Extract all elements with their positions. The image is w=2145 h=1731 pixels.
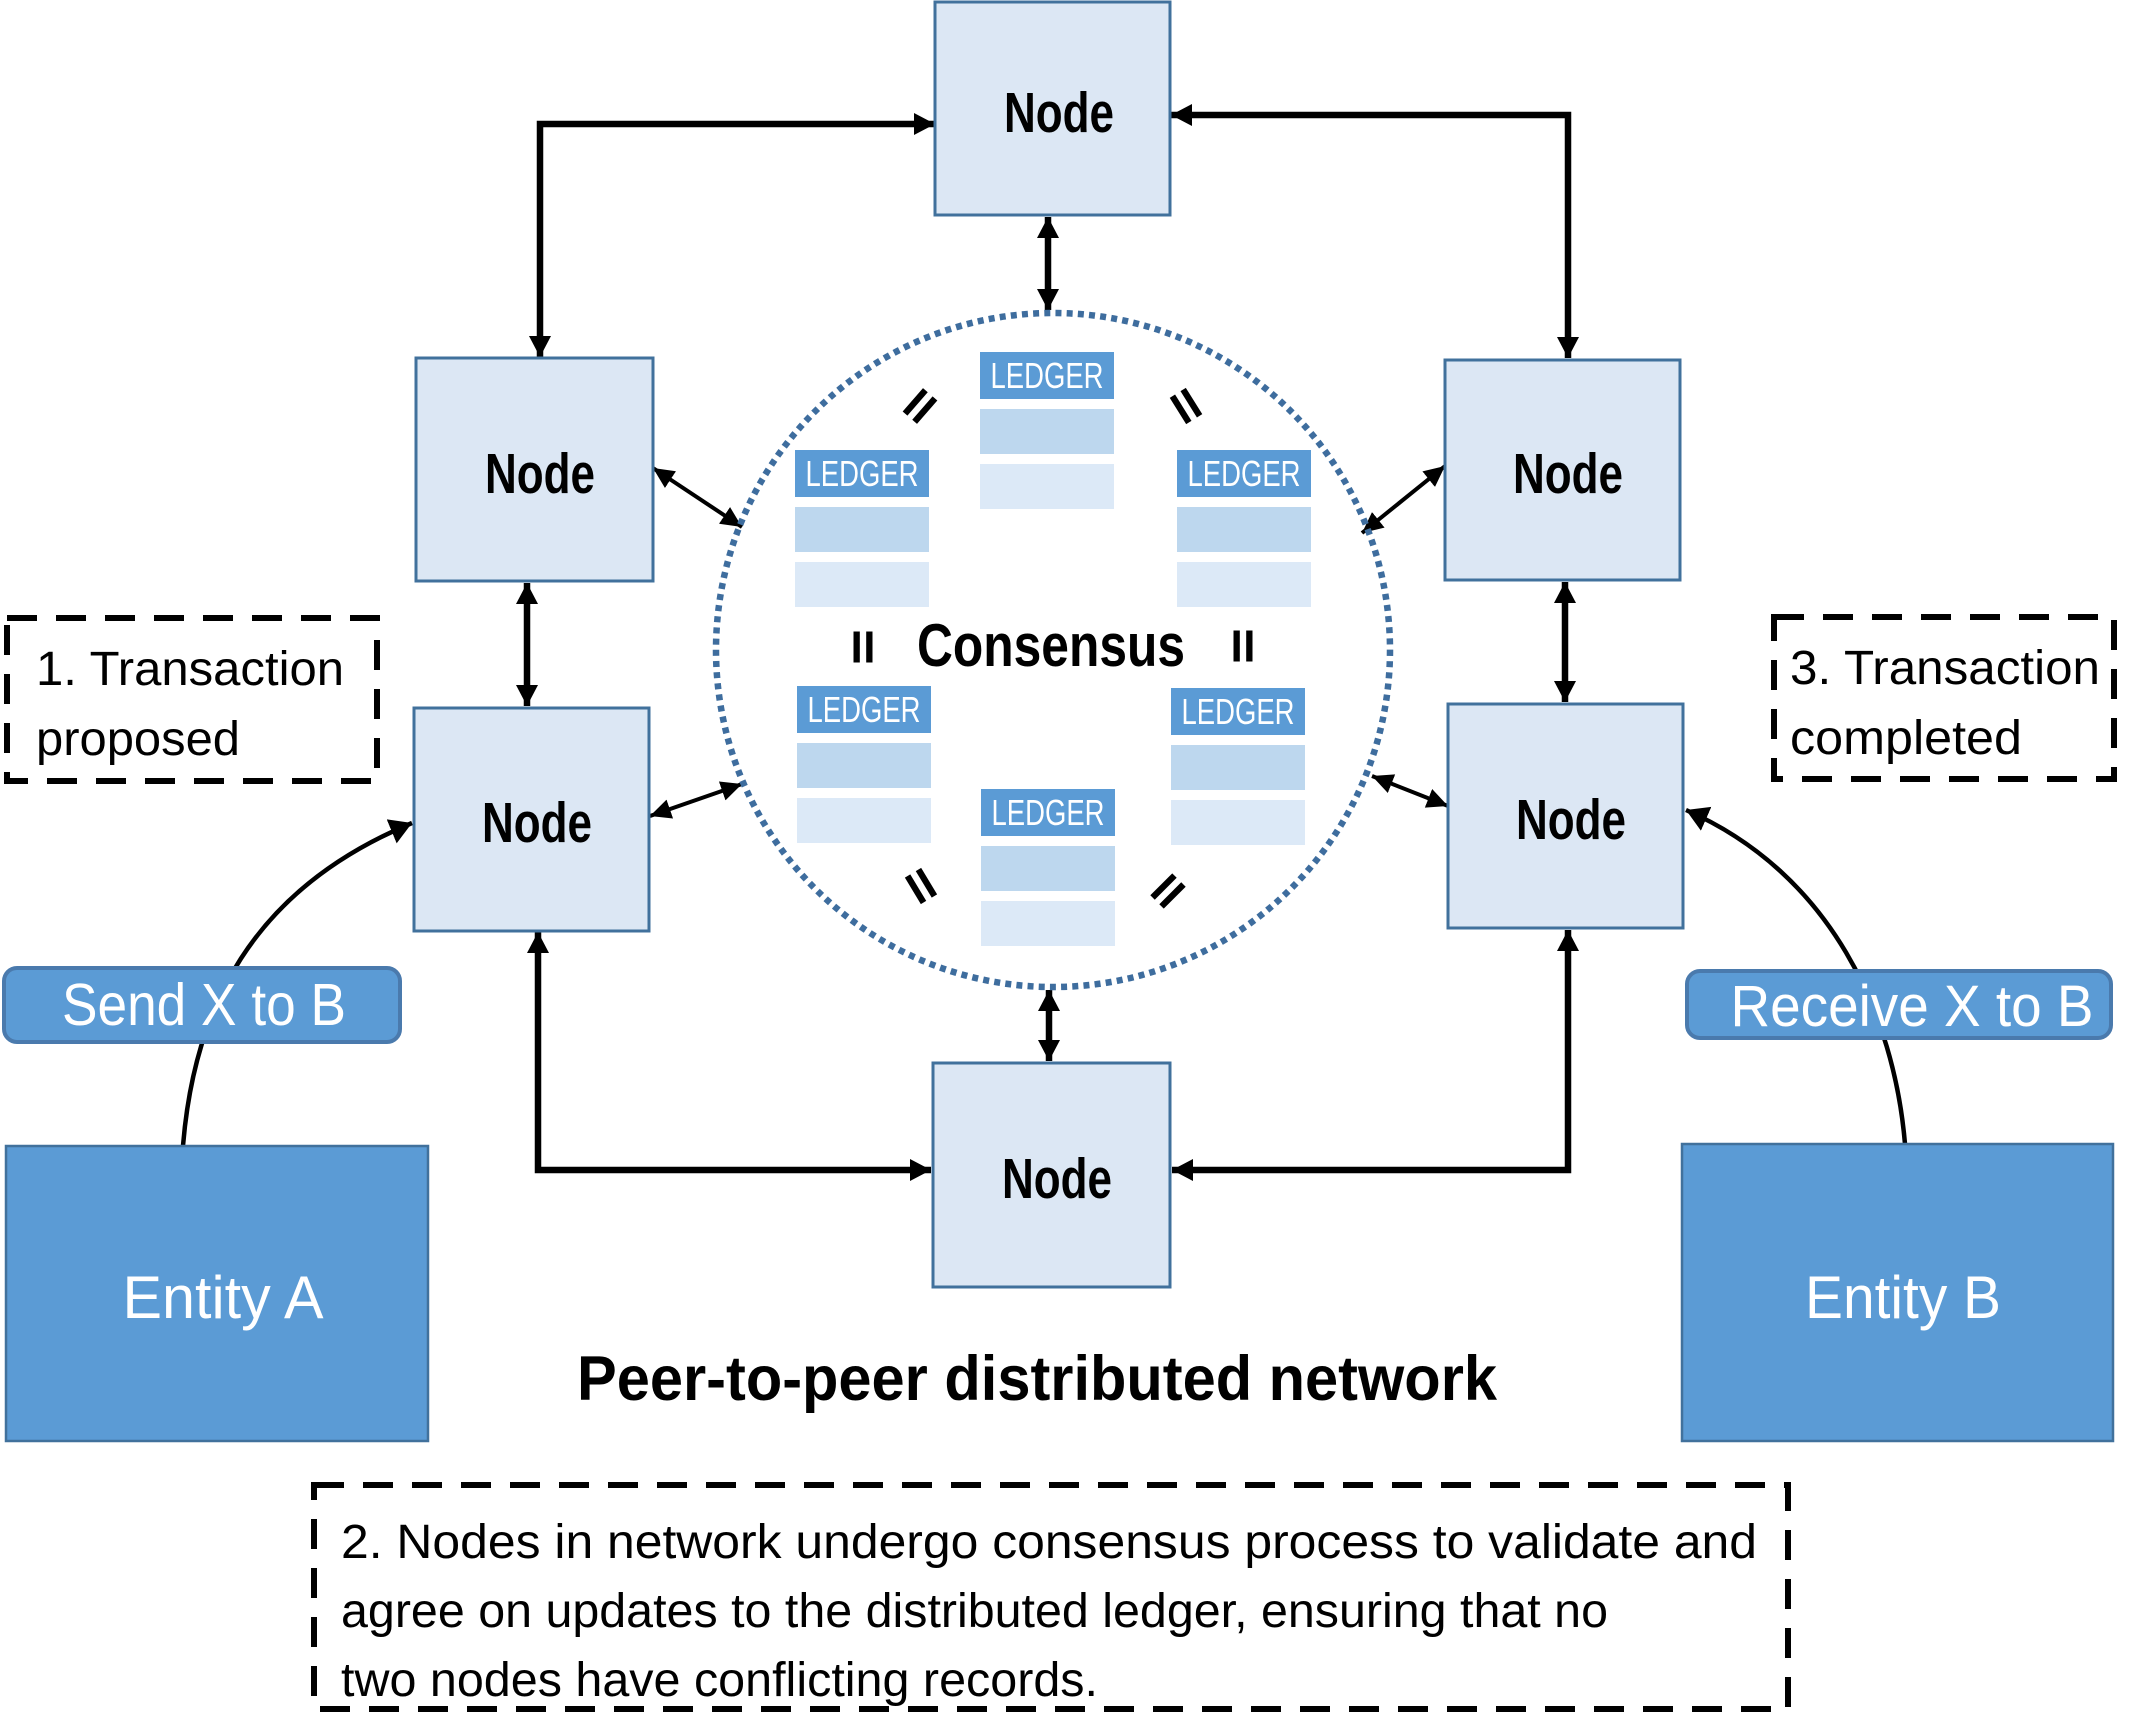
svg-text:2. Nodes in network undergo co: 2. Nodes in network undergo consensus pr… — [341, 1516, 1757, 1569]
svg-text:3. Transaction: 3. Transaction — [1790, 642, 2100, 695]
svg-text:Node: Node — [1004, 81, 1114, 145]
svg-text:LEDGER: LEDGER — [991, 355, 1104, 396]
svg-text:Node: Node — [1002, 1147, 1112, 1211]
svg-text:LEDGER: LEDGER — [806, 453, 919, 494]
svg-text:Node: Node — [1516, 788, 1626, 852]
svg-text:Node: Node — [485, 442, 595, 506]
svg-text:LEDGER: LEDGER — [1182, 691, 1295, 732]
svg-text:completed: completed — [1790, 712, 2022, 765]
svg-text:proposed: proposed — [36, 713, 240, 766]
svg-text:Entity B: Entity B — [1805, 1264, 2001, 1331]
svg-text:LEDGER: LEDGER — [808, 689, 921, 730]
svg-text:agree on updates to the distri: agree on updates to the distributed ledg… — [341, 1585, 1608, 1638]
svg-text:1. Transaction: 1. Transaction — [36, 643, 344, 696]
svg-text:Peer-to-peer distributed netwo: Peer-to-peer distributed network — [577, 1344, 1498, 1414]
svg-text:Consensus: Consensus — [917, 612, 1185, 679]
svg-text:LEDGER: LEDGER — [992, 792, 1105, 833]
svg-text:Send X to B: Send X to B — [62, 972, 346, 1038]
svg-text:two nodes have conflicting rec: two nodes have conflicting records. — [341, 1654, 1098, 1707]
svg-text:Receive X to B: Receive X to B — [1731, 974, 2094, 1039]
svg-text:LEDGER: LEDGER — [1188, 453, 1301, 494]
svg-text:Entity A: Entity A — [123, 1264, 324, 1331]
svg-text:Node: Node — [482, 791, 592, 855]
svg-text:Node: Node — [1513, 442, 1623, 506]
